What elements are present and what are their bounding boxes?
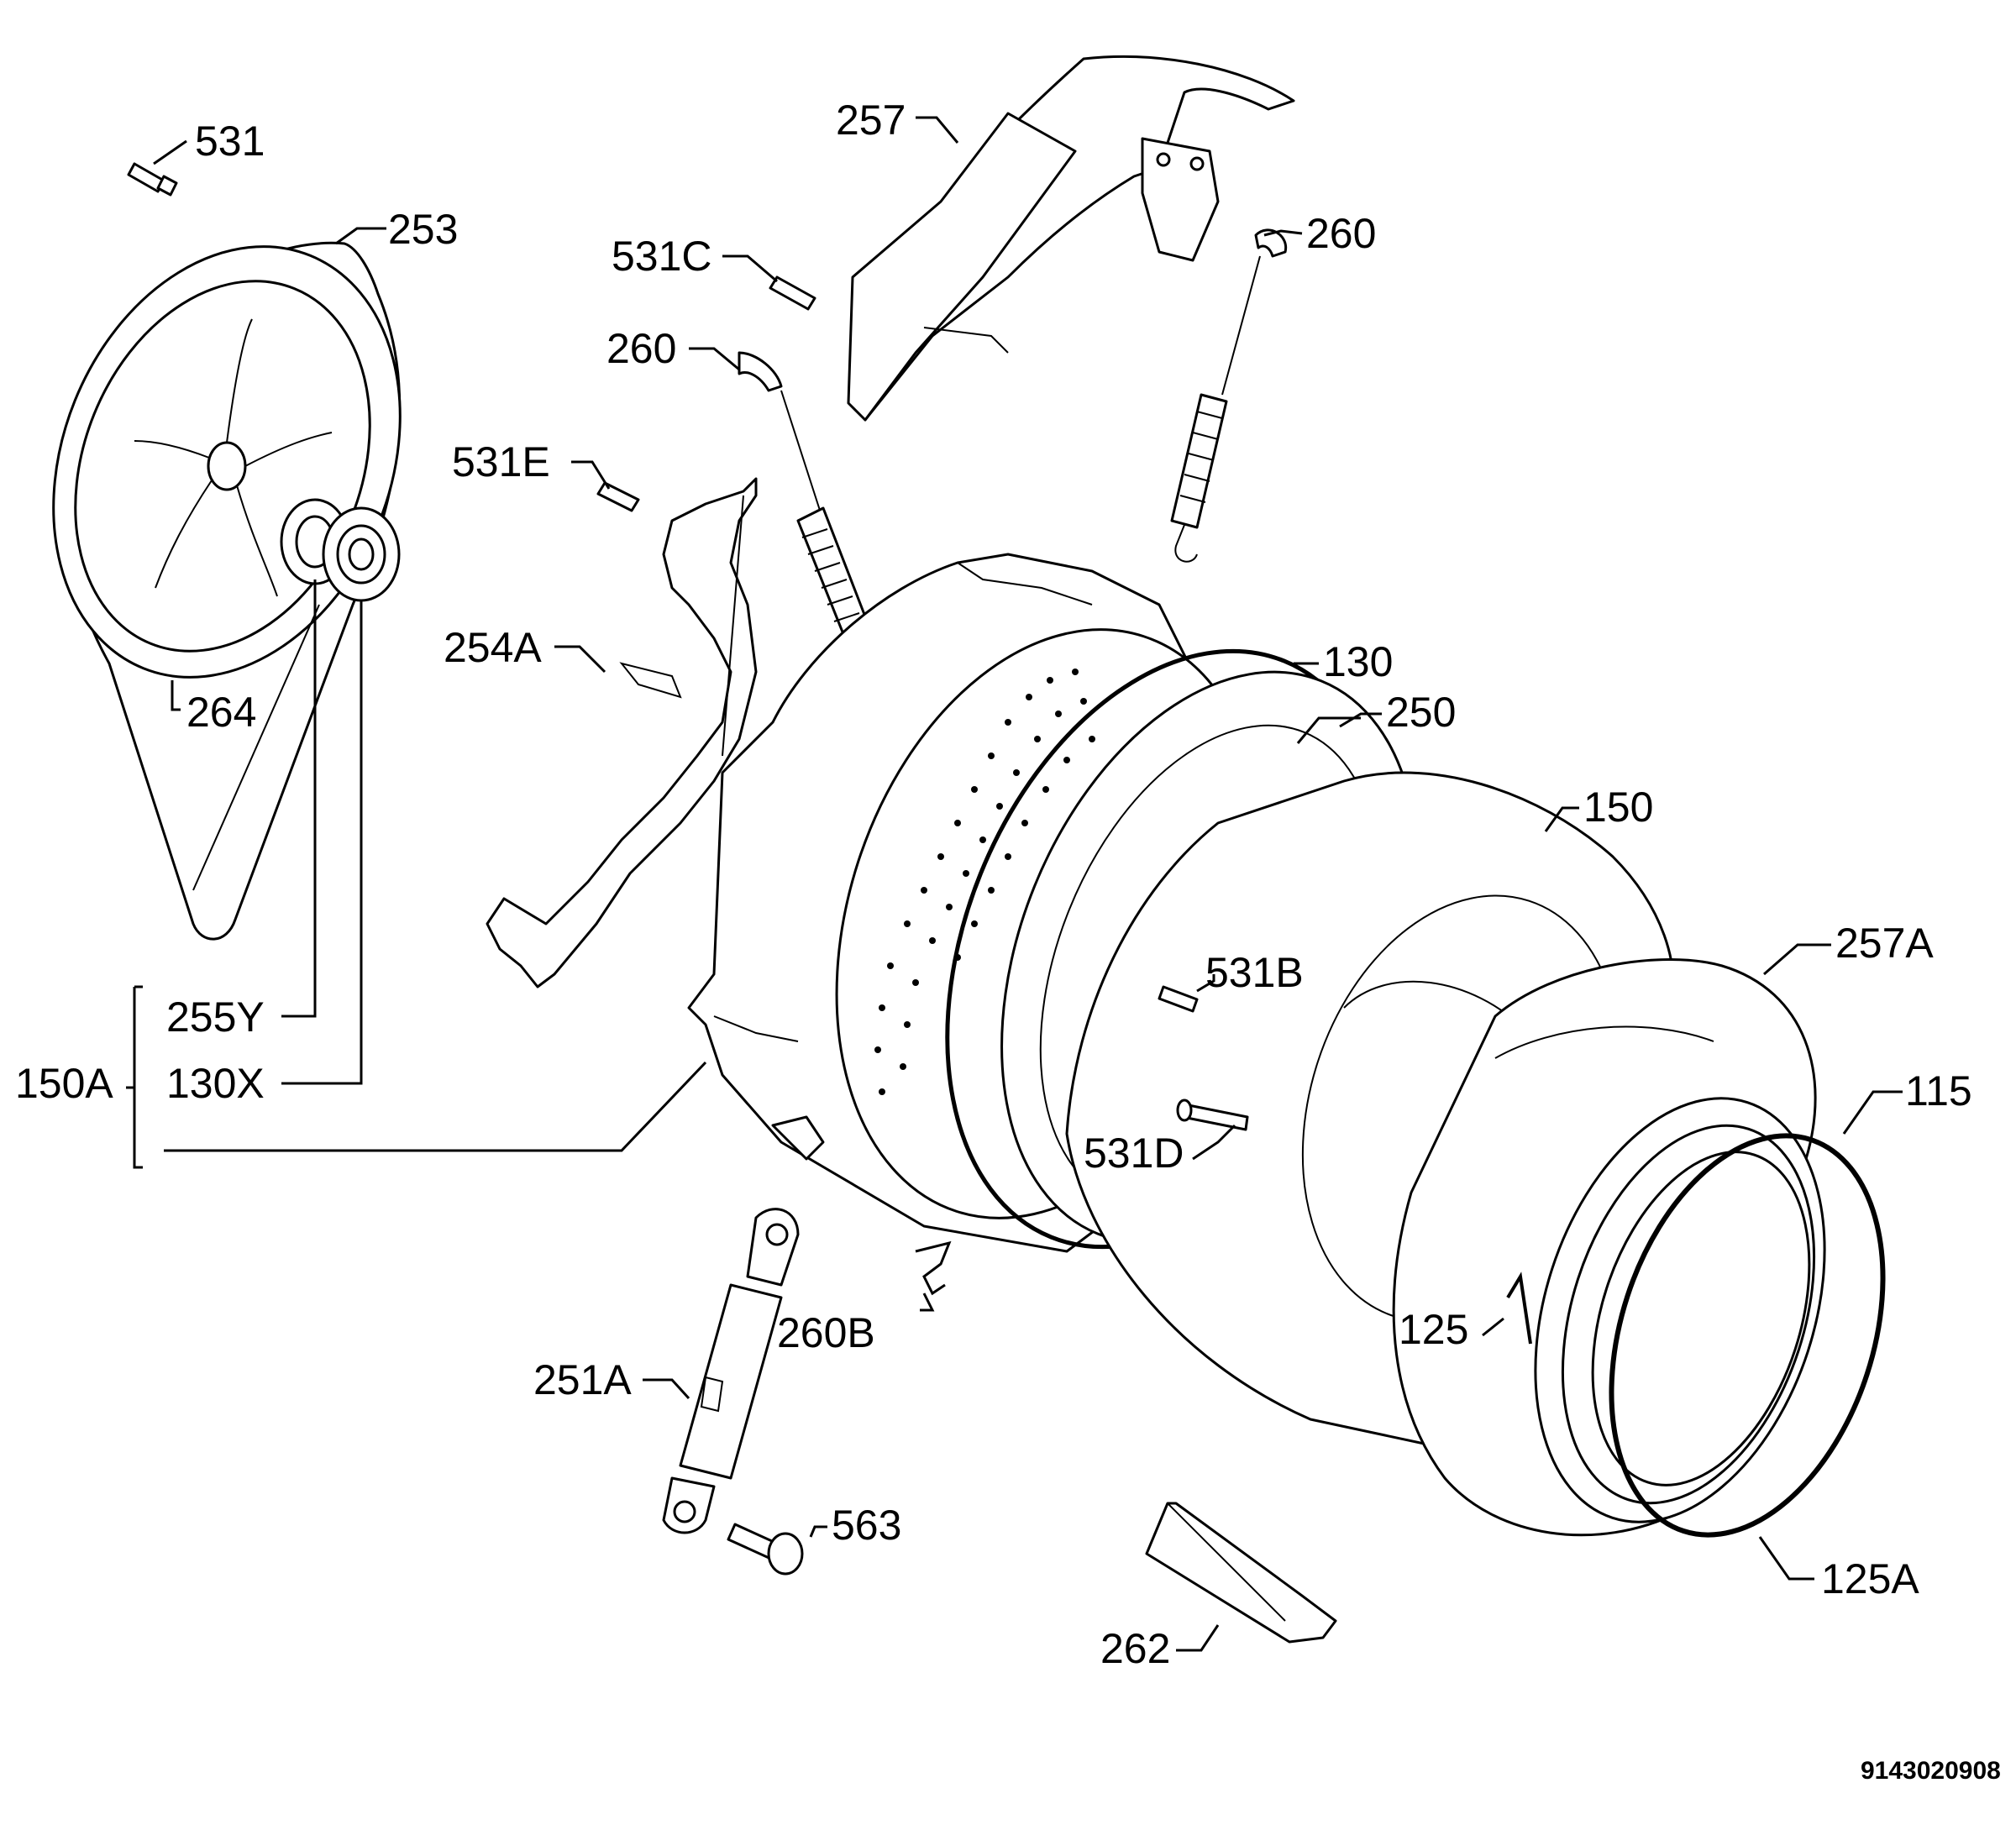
bolt-563 (727, 1523, 804, 1576)
shock-absorber-251A (662, 1208, 800, 1534)
screw-531D (1176, 1099, 1249, 1131)
bracket-254A (486, 477, 758, 988)
door-seal-115 (1534, 1097, 1826, 1523)
label-264: 264 (186, 689, 256, 736)
label-260-right: 260 (1306, 210, 1376, 257)
label-257A: 257A (1835, 920, 1934, 967)
label-125: 125 (1399, 1306, 1468, 1353)
label-260B: 260B (777, 1309, 875, 1356)
screw-531E (596, 481, 640, 512)
label-262: 262 (1100, 1625, 1170, 1672)
label-531B: 531B (1205, 949, 1304, 996)
label-150: 150 (1583, 784, 1653, 831)
label-130X: 130X (166, 1060, 265, 1107)
label-150A: 150A (15, 1060, 113, 1107)
label-531E: 531E (452, 438, 550, 485)
label-531D: 531D (1084, 1130, 1184, 1177)
label-250: 250 (1386, 689, 1456, 736)
label-531C: 531C (612, 233, 712, 280)
leader-lines (126, 116, 1903, 1652)
screw-531B (1158, 985, 1199, 1013)
label-125A: 125A (1821, 1555, 1919, 1602)
seal-130X (322, 506, 401, 602)
label-115: 115 (1905, 1067, 1972, 1114)
clamp-ring-125 (1506, 1272, 1532, 1345)
label-254A: 254A (444, 624, 542, 671)
drawing-reference-number: 9143020908 (1861, 1757, 2001, 1785)
screw-531 (127, 162, 178, 197)
counterweight-257 (847, 55, 1295, 422)
label-260-left: 260 (606, 325, 676, 372)
label-253: 253 (388, 206, 458, 253)
label-255Y: 255Y (166, 994, 265, 1041)
label-531: 531 (195, 118, 265, 165)
clamp-ring-125A (1609, 1133, 1886, 1538)
label-257: 257 (836, 97, 906, 144)
part-labels: 531 253 264 255Y 130X 150A 257 531C 260 … (15, 97, 2001, 1785)
label-563: 563 (832, 1502, 901, 1549)
clip-260B (915, 1240, 952, 1296)
label-130: 130 (1323, 638, 1393, 685)
screw-531C (769, 275, 816, 311)
foot-262 (1145, 1502, 1337, 1644)
spring-260-right (1170, 228, 1288, 563)
label-251A: 251A (533, 1356, 632, 1403)
spring-260-left (738, 351, 877, 691)
